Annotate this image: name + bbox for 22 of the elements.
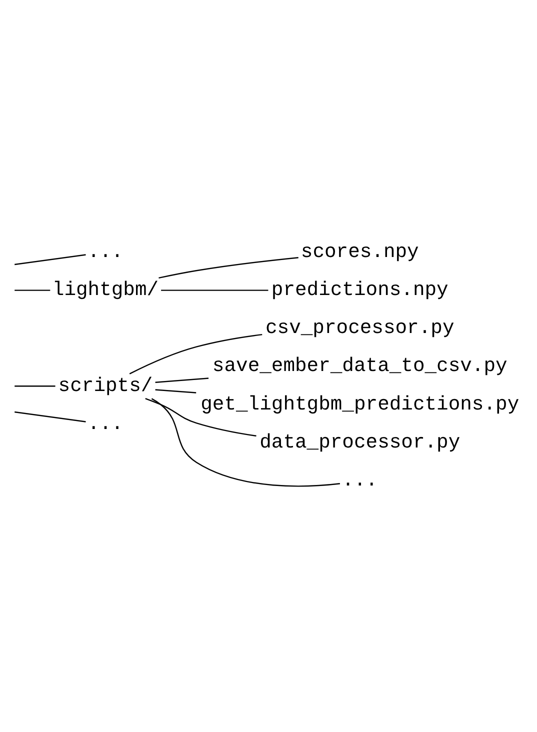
node-text: get_lightgbm_predictions.py [200, 392, 520, 415]
node-text: lightgbm/ [52, 278, 159, 300]
node-text: scores.npy [300, 240, 419, 262]
node-text: predictions.npy [271, 278, 448, 300]
node-text: data_processor.py [260, 430, 460, 453]
connector [129, 333, 262, 374]
connector [14, 410, 86, 422]
node-text: csv_processor.py [266, 316, 454, 339]
connector [14, 289, 50, 290]
connector [14, 385, 56, 386]
connector [161, 289, 268, 290]
connector [145, 397, 256, 436]
connector [155, 377, 209, 382]
node-text: ... [88, 240, 124, 262]
node-text: ... [88, 412, 124, 434]
node-text: ... [342, 468, 378, 491]
connector [158, 256, 298, 278]
connector [155, 388, 196, 393]
node-text: save_ember_data_to_csv.py [212, 354, 508, 377]
node-text: scripts/ [58, 374, 153, 396]
connector [14, 254, 86, 265]
connector [151, 398, 340, 486]
